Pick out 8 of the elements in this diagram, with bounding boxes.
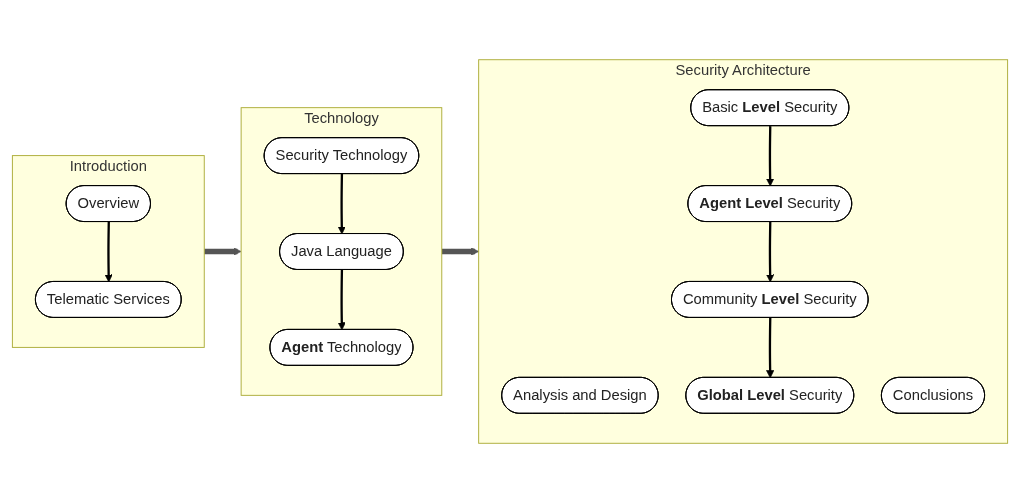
arrow (104, 222, 113, 283)
arrow (204, 247, 242, 256)
arrow (337, 174, 346, 235)
arrow (766, 317, 775, 379)
arrow (337, 269, 346, 331)
arrow (766, 126, 775, 187)
arrow (441, 247, 480, 256)
arrow (766, 222, 775, 283)
